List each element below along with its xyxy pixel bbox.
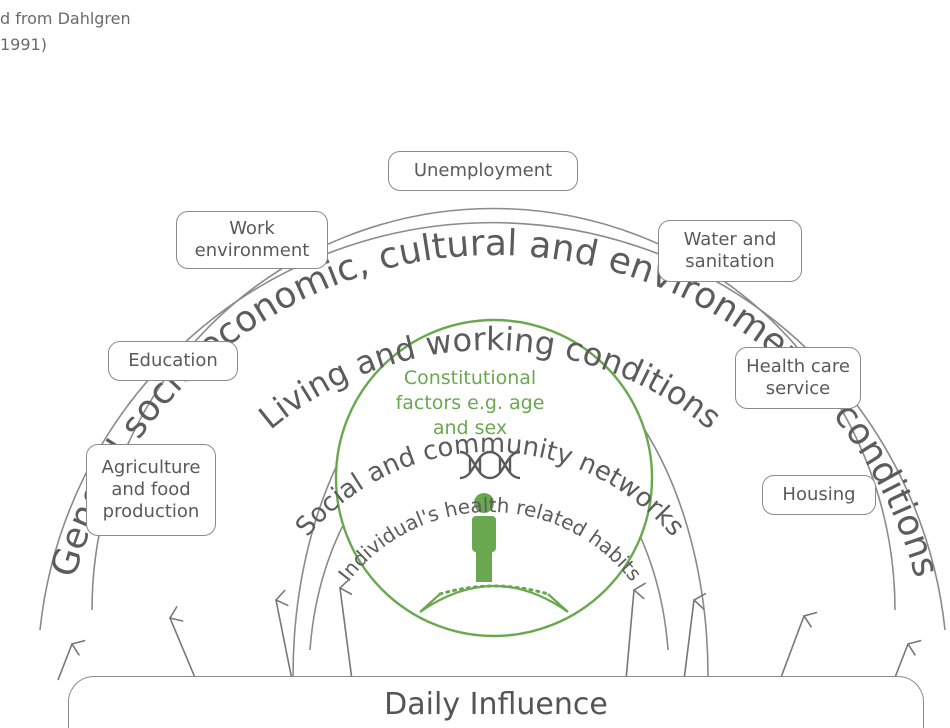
- box-water-sanitation: Water and sanitation: [658, 220, 802, 282]
- arrow: [683, 592, 707, 681]
- arrow: [338, 578, 353, 681]
- box-health-care: Health care service: [735, 347, 861, 409]
- box-unemployment: Unemployment: [388, 151, 578, 191]
- box-agriculture: Agriculture and food production: [86, 444, 216, 536]
- box-housing: Housing: [762, 475, 876, 515]
- arrow: [625, 582, 647, 681]
- arrow: [893, 639, 922, 681]
- ground-leg-right: [547, 593, 569, 613]
- ring-general-outer: [39, 221, 946, 631]
- arrow: [779, 611, 818, 681]
- daily-influence-bar: Daily Influence: [68, 676, 924, 728]
- box-education: Education: [108, 341, 238, 381]
- person-icon: [472, 493, 496, 582]
- dna-icon: [459, 450, 521, 480]
- arrow: [274, 589, 293, 681]
- core-label: Constitutional factors e.g. age and sex: [395, 367, 545, 439]
- ground-leg-left: [419, 593, 441, 613]
- daily-influence-label: Daily Influence: [384, 687, 608, 722]
- influence-arrows: [57, 578, 922, 681]
- arrow: [57, 639, 86, 681]
- source-caption: d from Dahlgren 1991): [0, 9, 131, 54]
- box-work-environment: Work environment: [176, 211, 328, 269]
- arrow: [168, 605, 197, 681]
- ground-dots: [438, 584, 550, 596]
- ring-general-inner: [91, 207, 896, 611]
